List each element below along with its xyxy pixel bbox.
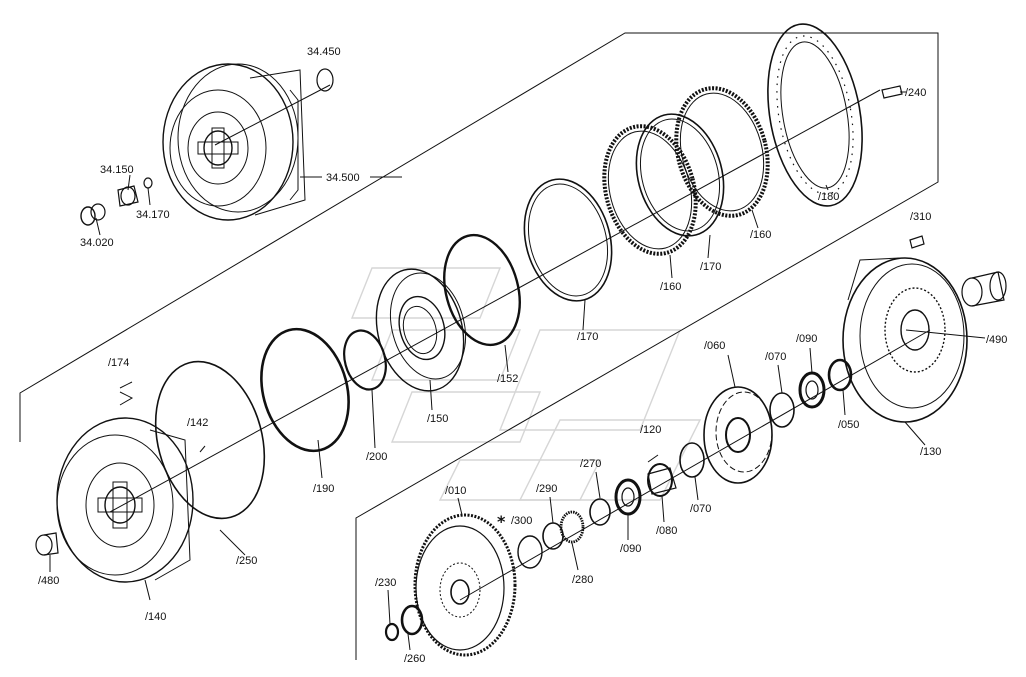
label-170a: /170: [577, 331, 598, 343]
label-34170: 34.170: [136, 209, 170, 221]
freewheel-080: [647, 463, 677, 497]
flange-180: [767, 23, 863, 207]
pin-120: [647, 454, 659, 463]
race-050: [827, 358, 853, 392]
label-34020: 34.020: [80, 237, 114, 249]
washer-34170: [143, 177, 153, 189]
screw-240: [881, 85, 903, 99]
bearing-090a: [798, 371, 826, 409]
label-142: /142: [187, 417, 208, 429]
washer-280: [559, 510, 585, 544]
bearing-090b: [614, 478, 642, 516]
housing-34500: [162, 63, 306, 221]
pin-142: [199, 445, 206, 453]
ring-190: [260, 327, 350, 453]
impeller-130: [842, 257, 968, 423]
label-180: /180: [818, 191, 839, 203]
label-260: /260: [404, 653, 425, 665]
snapring-230: [384, 622, 400, 642]
label-150: /150: [427, 413, 448, 425]
label-160b: /160: [750, 229, 771, 241]
label-310: /310: [910, 211, 931, 223]
label-34450: 34.450: [307, 46, 341, 58]
label-230: /230: [375, 577, 396, 589]
turbine-010: [413, 513, 517, 657]
label-490: /490: [986, 334, 1007, 346]
washer-270: [589, 498, 611, 526]
ring-300: [517, 535, 543, 569]
leader-lines: [49, 91, 986, 651]
label-090b: /090: [620, 543, 641, 555]
label-200: /200: [366, 451, 387, 463]
label-190: /190: [313, 483, 334, 495]
ring-070b: [679, 442, 705, 478]
label-250: /250: [236, 555, 257, 567]
label-140: /140: [145, 611, 166, 623]
nut-34020: [80, 203, 106, 226]
label-050: /050: [838, 419, 859, 431]
label-070a: /070: [765, 351, 786, 363]
label-174: /174: [108, 357, 129, 369]
pin-174: [119, 381, 134, 406]
piston-150: [375, 268, 466, 392]
label-480: /480: [38, 575, 59, 587]
label-300: /300: [511, 515, 532, 527]
part-labels: 34.450 34.500 34.150 34.170 34.020 /174 …: [38, 46, 1007, 665]
ring-152: [443, 233, 521, 347]
label-130: /130: [920, 446, 941, 458]
cap-480: [35, 532, 59, 556]
label-170b: /170: [700, 261, 721, 273]
label-270: /270: [580, 458, 601, 470]
ring-260: [400, 604, 424, 636]
label-080: /080: [656, 525, 677, 537]
label-star: *: [497, 512, 506, 531]
label-240: /240: [905, 87, 926, 99]
screw-310: [909, 235, 925, 249]
label-060: /060: [704, 340, 725, 352]
label-152: /152: [497, 373, 518, 385]
plate-170b: [635, 113, 725, 237]
label-280: /280: [572, 574, 593, 586]
washer-290: [542, 522, 564, 550]
watermark-logo: [350, 267, 702, 501]
label-290: /290: [536, 483, 557, 495]
label-34500: 34.500: [326, 172, 360, 184]
label-120: /120: [640, 424, 661, 436]
plate-170a: [523, 178, 613, 302]
ring-250: [154, 360, 266, 520]
frame-lines: [19, 32, 939, 660]
label-160a: /160: [660, 281, 681, 293]
oring-34450: [316, 68, 334, 92]
housing-140: [56, 417, 194, 583]
label-070b: /070: [690, 503, 711, 515]
bushing-490: [961, 271, 1007, 307]
label-010: /010: [445, 485, 466, 497]
plate-160a: [602, 124, 698, 256]
label-34150: 34.150: [100, 164, 134, 176]
stator-060: [703, 386, 773, 484]
label-090a: /090: [796, 333, 817, 345]
plate-160b: [674, 86, 770, 218]
